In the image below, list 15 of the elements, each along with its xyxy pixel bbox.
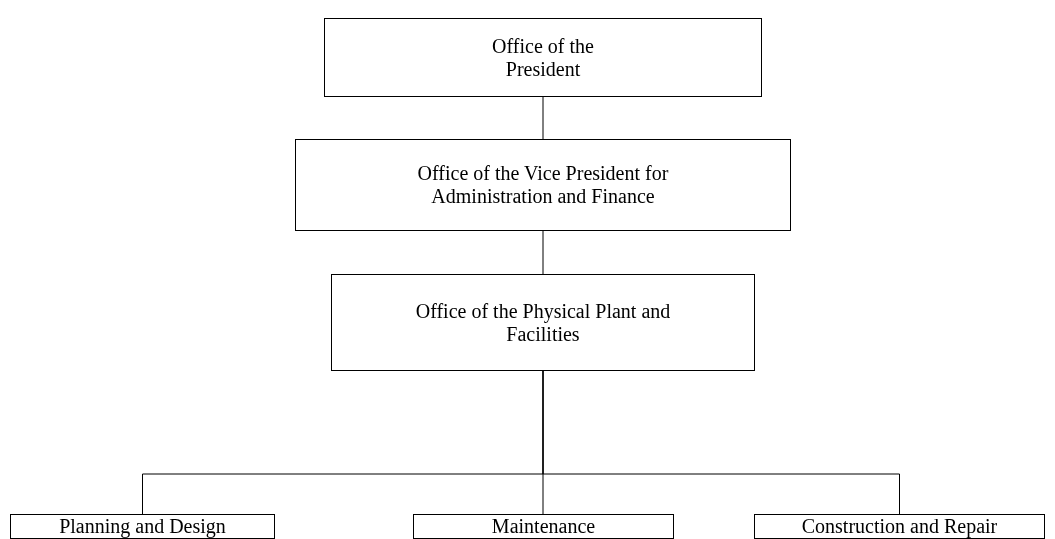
connector-line bbox=[542, 230, 544, 275]
unit-title: Office of the Physical Plant and Facilities bbox=[414, 299, 672, 346]
connector-line bbox=[542, 370, 900, 515]
org-unit-box bbox=[413, 514, 674, 539]
org-unit-box bbox=[10, 514, 275, 539]
unit-title: Maintenance bbox=[491, 515, 596, 538]
org-unit-box bbox=[331, 274, 755, 371]
unit-title: Office of the President bbox=[491, 34, 595, 81]
org-unit-box bbox=[295, 139, 791, 231]
org-unit-box bbox=[754, 514, 1045, 539]
org-unit-box bbox=[324, 18, 762, 97]
unit-title: Office of the Vice President for Administration and Finance bbox=[416, 162, 670, 208]
connector-line bbox=[542, 96, 544, 140]
unit-title: Construction and Repair bbox=[801, 515, 998, 538]
unit-title: Planning and Design bbox=[59, 515, 226, 538]
